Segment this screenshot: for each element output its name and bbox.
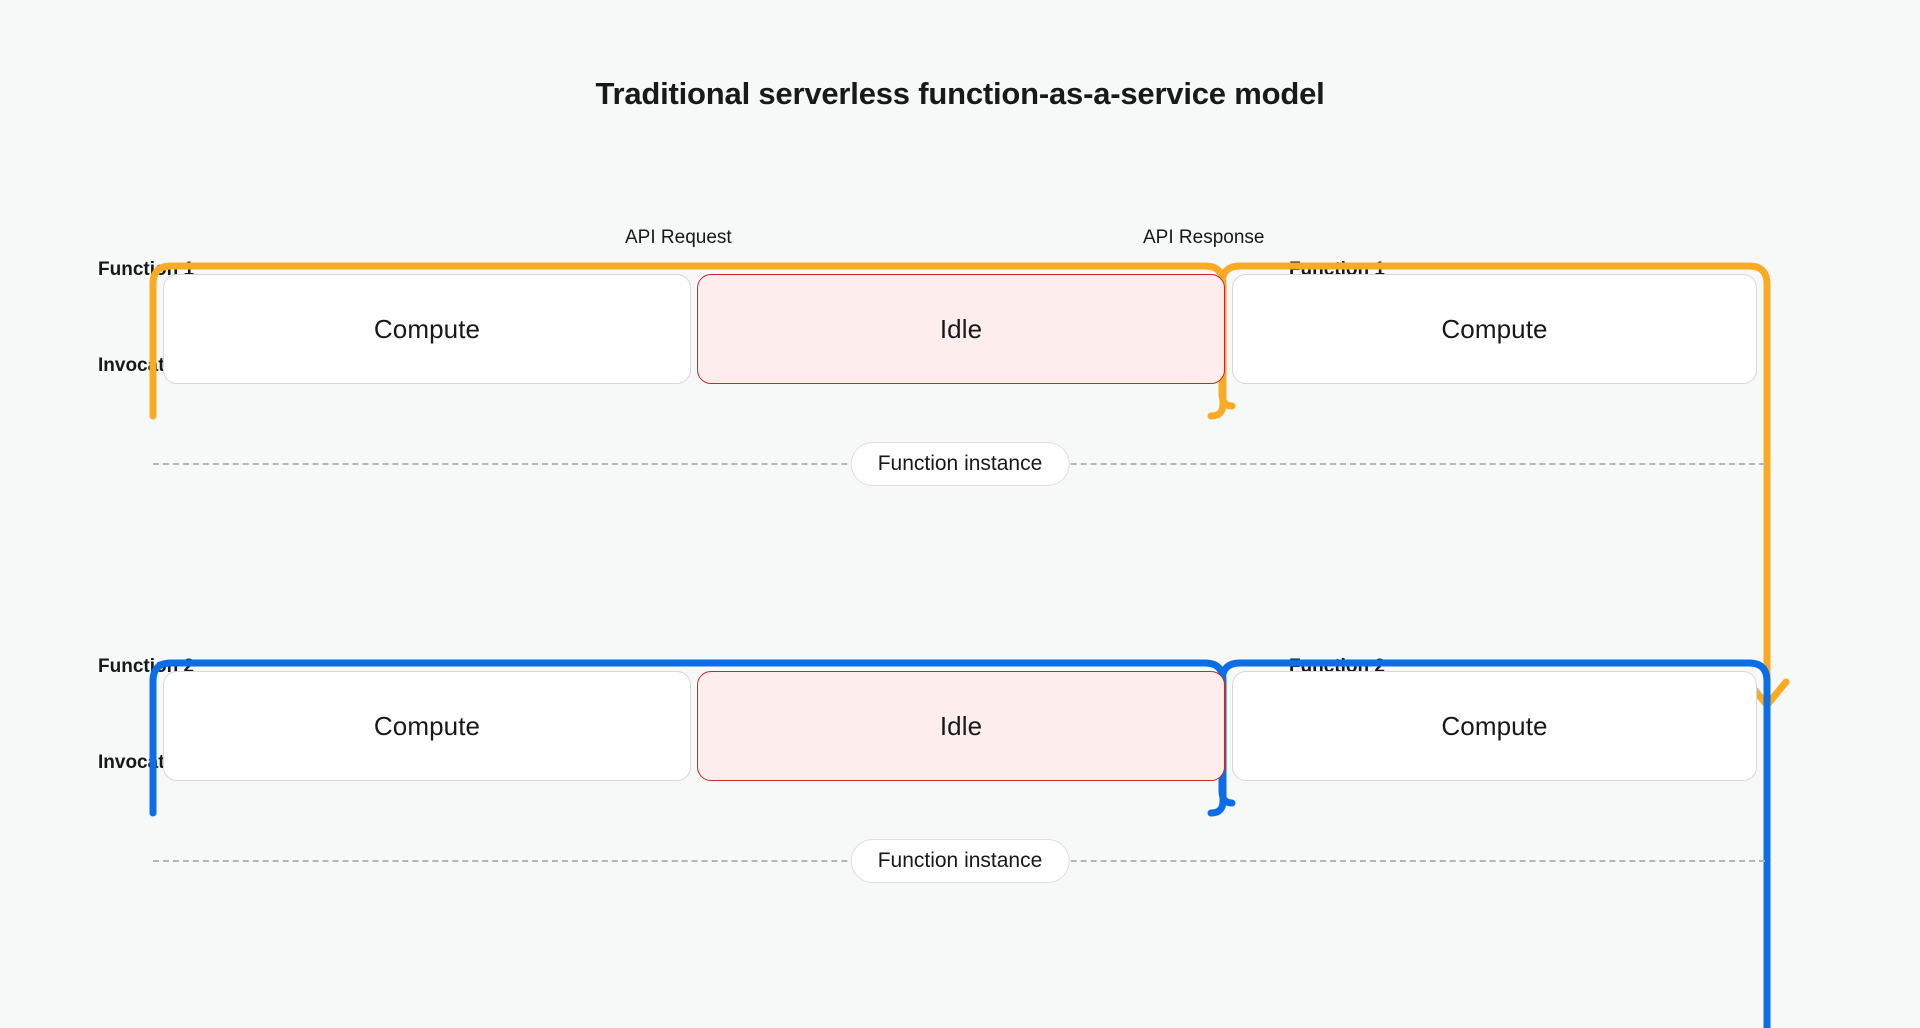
- function-2-strip: Compute Idle Compute: [0, 653, 1920, 1028]
- function-1-idle: Idle: [697, 274, 1225, 384]
- function-1-bracket-right-path: [1218, 262, 1771, 701]
- function-2-bracket: [149, 659, 1771, 1028]
- function-2-compute-2: Compute: [1232, 671, 1757, 781]
- function-1-bracket-left-path: [149, 262, 1227, 420]
- function-2-compute-1: Compute: [163, 671, 691, 781]
- function-2-instance-pill: Function instance: [850, 839, 1070, 883]
- function-1-compute-2: Compute: [1232, 274, 1757, 384]
- function-2-labels: Function 2 Invocation Function 2 Respons…: [0, 587, 1920, 773]
- function-2-idle: Idle: [697, 671, 1225, 781]
- function-2-bracket-left-path: [149, 659, 1227, 817]
- function-1-instance-pill: Function instance: [850, 442, 1070, 486]
- function-1-labels: Function 1 Invocation Function 1 Respons…: [0, 190, 1920, 376]
- page-title: Traditional serverless function-as-a-ser…: [595, 76, 1325, 111]
- function-2-instance-line: Function instance: [0, 839, 1920, 883]
- function-2-bracket-right-path: [1218, 659, 1771, 1028]
- api-response-label: API Response: [1143, 227, 1265, 248]
- function-1-compute-1: Compute: [163, 274, 691, 384]
- function-1-instance-line: Function instance: [0, 442, 1920, 486]
- function-1-strip: Compute Idle Compute: [0, 256, 1920, 709]
- api-request-label: API Request: [625, 227, 732, 248]
